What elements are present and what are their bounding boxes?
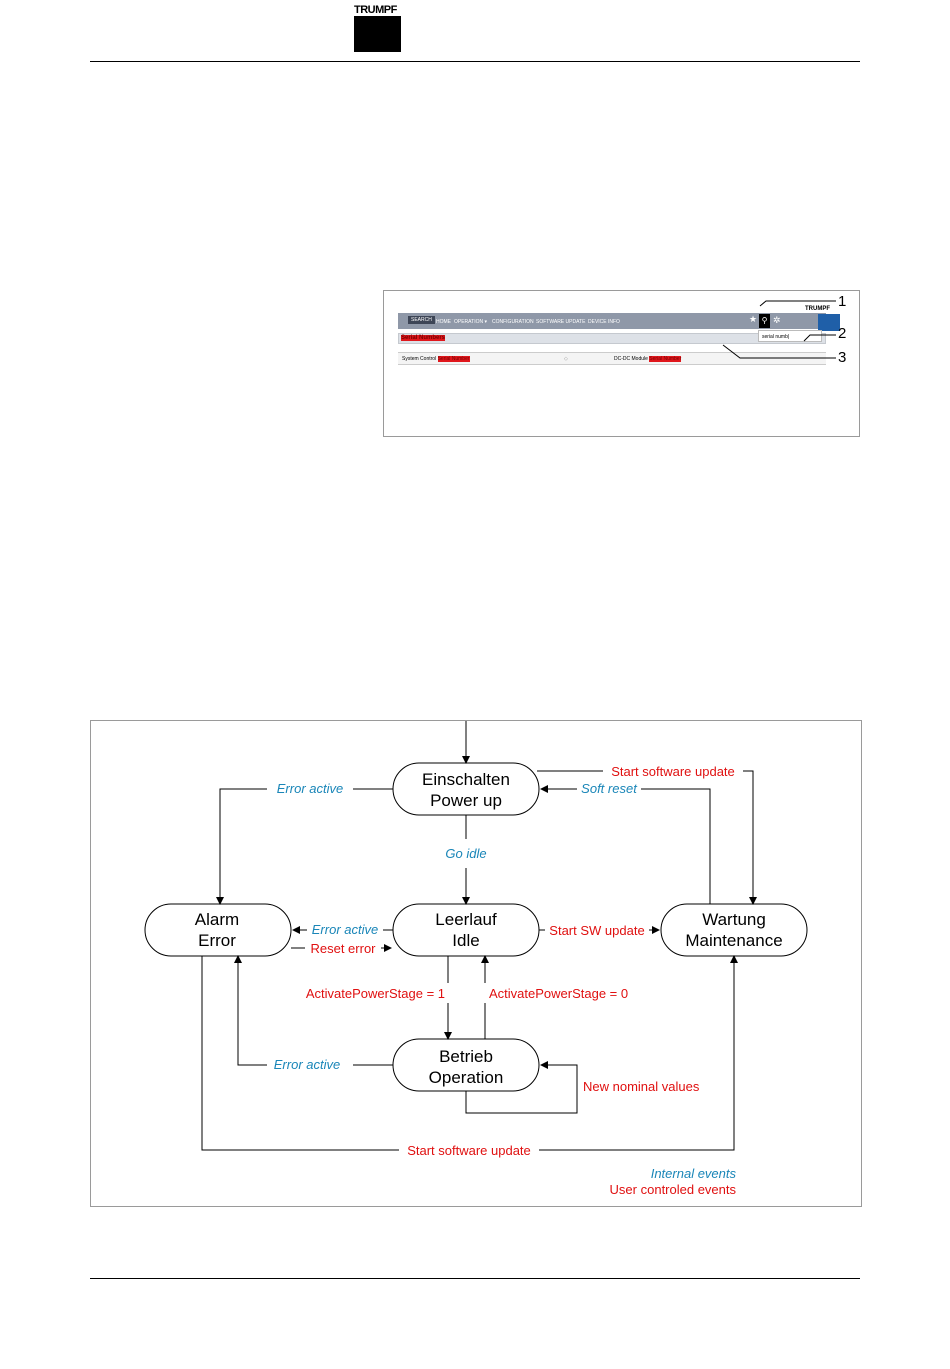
- result-row: System Control Serial Number ◇ DC-DC Mod…: [398, 352, 826, 365]
- state-diagram-svg: Einschalten Power up Leerlauf Idle Alarm…: [144, 721, 808, 1197]
- result-left-value[interactable]: Serial Number: [437, 356, 470, 362]
- legend-user-events: User controled events: [610, 1182, 737, 1197]
- mini-logo-text: TRUMPF: [805, 306, 830, 312]
- footer-rule: [90, 1278, 860, 1279]
- label-error-active-2: Error active: [312, 922, 378, 937]
- state-maintenance-label-2: Maintenance: [685, 931, 782, 950]
- label-go-idle: Go idle: [445, 846, 486, 861]
- label-activate-0: ActivatePowerStage = 0: [489, 986, 628, 1001]
- nav-home[interactable]: HOME: [436, 319, 451, 325]
- gear-icon[interactable]: ✲: [773, 315, 781, 325]
- label-new-nominal-values: New nominal values: [583, 1079, 700, 1094]
- nav-device-info[interactable]: DEVICE INFO: [588, 319, 620, 325]
- star-icon[interactable]: ★: [749, 314, 758, 324]
- label-start-software-update-2: Start software update: [407, 1143, 531, 1158]
- state-operation-label-2: Operation: [429, 1068, 504, 1087]
- nav-bar: SEARCH HOME OPERATION ▾ CONFIGURATION SO…: [398, 306, 840, 331]
- result-right-value[interactable]: Serial Number: [649, 356, 682, 362]
- label-error-active-3: Error active: [274, 1057, 340, 1072]
- nav-search[interactable]: SEARCH: [408, 316, 435, 324]
- nav-operation[interactable]: OPERATION ▾: [454, 319, 487, 325]
- state-idle-label-1: Leerlauf: [435, 910, 497, 929]
- callout-3: 3: [838, 349, 847, 366]
- trumpf-logo: [354, 16, 401, 52]
- callout-2: 2: [838, 325, 847, 342]
- results-header: Serial Numbers: [398, 333, 826, 344]
- state-error-label-2: Error: [198, 931, 236, 950]
- label-soft-reset: Soft reset: [581, 781, 638, 796]
- results-title: Serial Numbers: [401, 335, 446, 341]
- state-power-up-label-1: Einschalten: [422, 770, 510, 789]
- nav-configuration[interactable]: CONFIGURATION: [492, 319, 534, 325]
- result-left-label: System Control: [402, 356, 438, 362]
- mini-logo: [818, 314, 840, 331]
- state-idle-label-2: Idle: [452, 931, 479, 950]
- search-icon[interactable]: ⚲: [759, 314, 770, 328]
- legend-internal-events: Internal events: [651, 1166, 737, 1181]
- result-right-label: DC-DC Module: [614, 356, 650, 362]
- label-error-active-1: Error active: [277, 781, 343, 796]
- callout-1: 1: [838, 293, 847, 310]
- state-error-label-1: Alarm: [195, 910, 239, 929]
- header-rule: [90, 61, 860, 62]
- callout-lines: [722, 300, 836, 359]
- row-separator-icon: ◇: [564, 356, 568, 362]
- state-maintenance-label-1: Wartung: [702, 910, 766, 929]
- label-reset-error: Reset error: [310, 941, 376, 956]
- nav-software-update[interactable]: SOFTWARE UPDATE: [536, 319, 586, 325]
- state-diagram: Einschalten Power up Leerlauf Idle Alarm…: [90, 720, 862, 1207]
- label-start-software-update-1: Start software update: [611, 764, 735, 779]
- state-power-up-label-2: Power up: [430, 791, 502, 810]
- web-interface-screenshot: SEARCH HOME OPERATION ▾ CONFIGURATION SO…: [383, 290, 860, 437]
- trumpf-logo-text: TRUMPF: [354, 4, 397, 16]
- state-operation-label-1: Betrieb: [439, 1047, 493, 1066]
- label-start-sw-update: Start SW update: [549, 923, 644, 938]
- label-activate-1: ActivatePowerStage = 1: [306, 986, 445, 1001]
